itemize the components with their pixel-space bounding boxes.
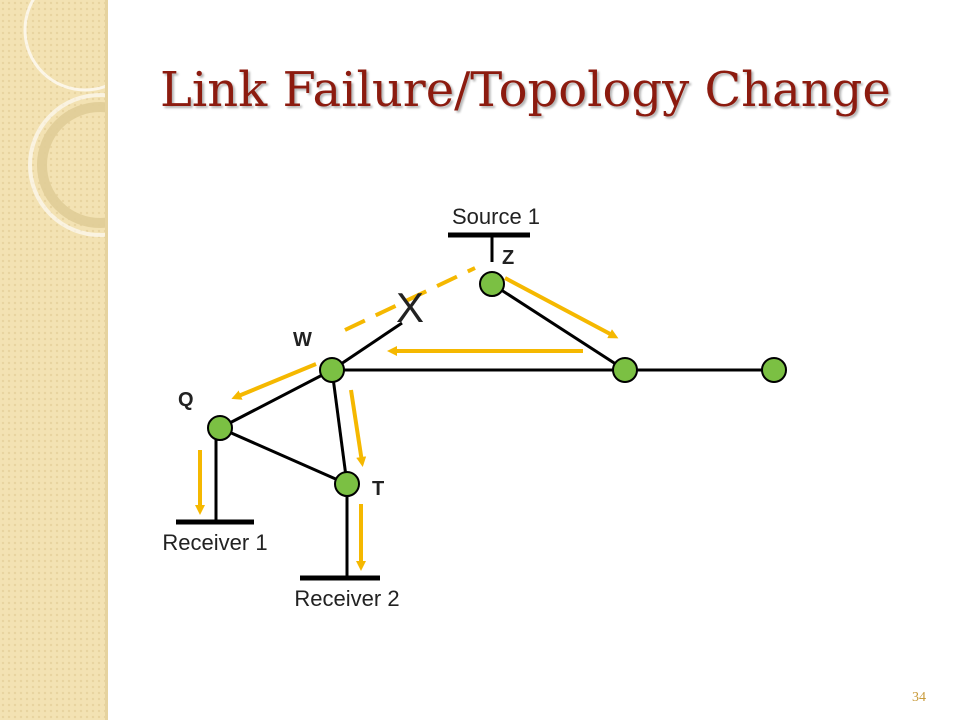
receiver1-label: Receiver 1 bbox=[162, 530, 267, 555]
sidebar-circles-ornament bbox=[23, 0, 105, 237]
node-z bbox=[479, 271, 505, 297]
node-middle bbox=[612, 357, 638, 383]
node-q bbox=[207, 415, 233, 441]
decorative-sidebar bbox=[0, 0, 105, 720]
link-w-t bbox=[330, 369, 349, 485]
slide-title: Link Failure/Topology Change bbox=[160, 62, 891, 118]
node-right bbox=[761, 357, 787, 383]
node-t-label: T bbox=[372, 478, 384, 500]
link-z-node1 bbox=[491, 282, 626, 372]
node-w bbox=[319, 357, 345, 383]
page-number: 34 bbox=[912, 690, 926, 705]
failed-link-dashed bbox=[344, 266, 476, 332]
link-q-t bbox=[219, 426, 348, 486]
arrow-w-to-q bbox=[231, 362, 317, 400]
source-label: Source 1 bbox=[452, 204, 540, 229]
arrow-w-to-t bbox=[349, 389, 367, 467]
link-w-q bbox=[219, 368, 333, 430]
sidebar-border bbox=[105, 0, 108, 720]
receiver2-label: Receiver 2 bbox=[294, 586, 399, 611]
node-q-label: Q bbox=[178, 389, 194, 411]
node-t bbox=[334, 471, 360, 497]
link-w-z-remaining bbox=[331, 321, 403, 372]
node-z-label: Z bbox=[502, 247, 514, 269]
node-w-label: W bbox=[293, 329, 312, 351]
arrow-z-to-node1 bbox=[504, 276, 619, 339]
link-failure-mark: X bbox=[396, 284, 424, 331]
